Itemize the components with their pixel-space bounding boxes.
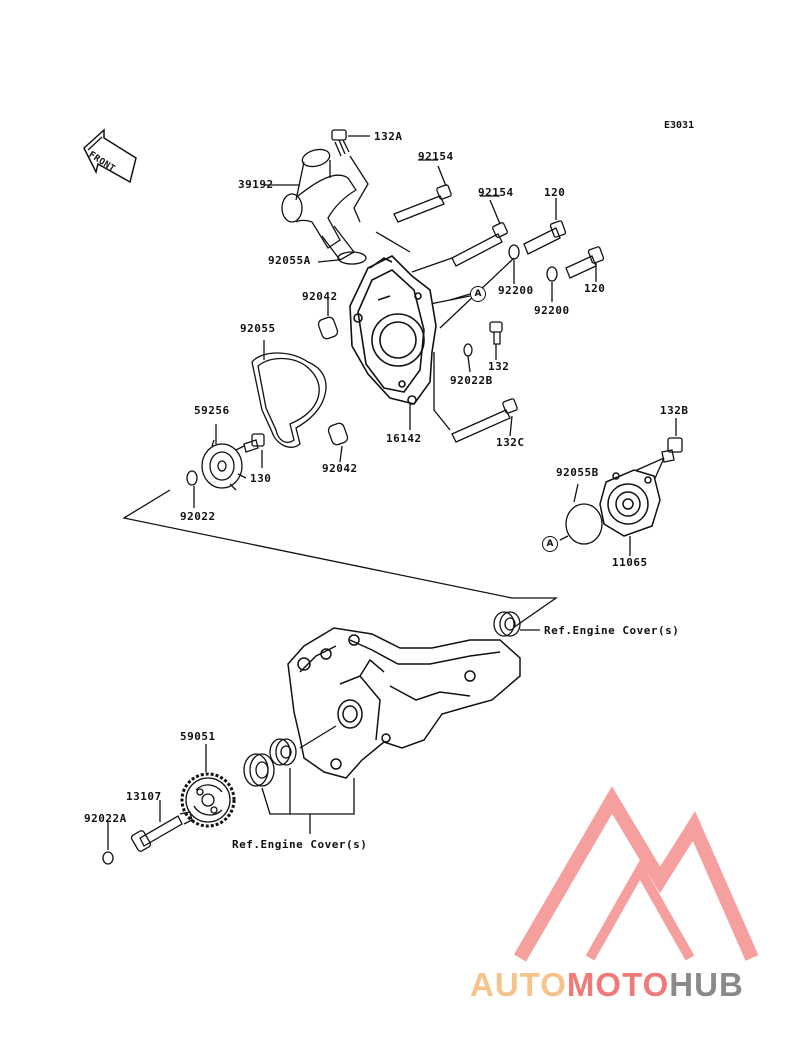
callout-a-2: A xyxy=(542,536,558,552)
label-130: 130 xyxy=(250,472,272,485)
dowel-92042-icon xyxy=(317,316,349,446)
washer-92200-icon xyxy=(508,244,520,260)
engine-cover-icon xyxy=(287,627,521,779)
label-120-b: 120 xyxy=(584,282,606,295)
label-16142: 16142 xyxy=(386,432,422,445)
label-92022a: 92022A xyxy=(84,812,127,825)
label-59051: 59051 xyxy=(180,730,216,743)
impeller-59256-icon xyxy=(201,439,247,491)
watermark-text: AUTOMOTOHUB xyxy=(470,966,744,1004)
label-92154-b: 92154 xyxy=(478,186,514,199)
callout-a-1: A xyxy=(470,286,486,302)
bolt-132-icon xyxy=(489,321,503,345)
pump-cover-16142-icon xyxy=(349,255,437,405)
automotohub-logo-icon xyxy=(513,786,759,962)
bolt-92154-long-icon xyxy=(393,184,452,223)
bolt-120-icon xyxy=(523,220,605,279)
bolt-130-icon xyxy=(243,433,265,453)
gear-59051-icon xyxy=(180,772,236,828)
label-92200-a: 92200 xyxy=(498,284,534,297)
washer-92022a-icon xyxy=(102,851,114,865)
label-132b: 132B xyxy=(660,404,689,417)
label-92200-b: 92200 xyxy=(534,304,570,317)
label-39192: 39192 xyxy=(238,178,274,191)
diagram-code: E3031 xyxy=(664,120,695,131)
label-92055: 92055 xyxy=(240,322,276,335)
label-92055b: 92055B xyxy=(556,466,599,479)
label-92022: 92022 xyxy=(180,510,216,523)
watermark-part-moto: MOTO xyxy=(566,966,670,1003)
bolt-132c-icon xyxy=(451,398,518,443)
label-ref-engine-cover-1: Ref.Engine Cover(s) xyxy=(544,624,680,637)
bearing-icon xyxy=(243,738,297,787)
label-92055a: 92055A xyxy=(268,254,311,267)
label-132c: 132C xyxy=(496,436,525,449)
water-pipe-39192-icon xyxy=(281,148,357,261)
label-13107: 13107 xyxy=(126,790,162,803)
bolt-132b-icon xyxy=(661,437,683,463)
label-92022b: 92022B xyxy=(450,374,493,387)
watermark-part-auto: AUTO xyxy=(470,966,567,1003)
bolt-132a-icon xyxy=(331,129,350,157)
gasket-92055-icon xyxy=(251,352,327,448)
label-ref-engine-cover-2: Ref.Engine Cover(s) xyxy=(232,838,368,851)
bolt-92154-second-icon xyxy=(451,222,508,267)
label-120-a: 120 xyxy=(544,186,566,199)
label-92154-a: 92154 xyxy=(418,150,454,163)
o-ring-92055a-icon xyxy=(337,251,367,265)
watermark-part-hub: HUB xyxy=(669,966,744,1003)
front-arrow-icon xyxy=(83,128,137,184)
label-59256: 59256 xyxy=(194,404,230,417)
washer-92022-icon xyxy=(186,470,198,486)
shaft-13107-icon xyxy=(130,811,193,852)
washer-92022b-icon xyxy=(463,343,473,357)
label-92042-a: 92042 xyxy=(302,290,338,303)
o-ring-92055b-icon xyxy=(565,503,603,545)
label-92042-b: 92042 xyxy=(322,462,358,475)
label-132: 132 xyxy=(488,360,510,373)
label-11065: 11065 xyxy=(612,556,648,569)
pump-housing-11065-icon xyxy=(599,469,661,537)
oil-seal-icon xyxy=(493,611,521,637)
label-132a: 132A xyxy=(374,130,403,143)
